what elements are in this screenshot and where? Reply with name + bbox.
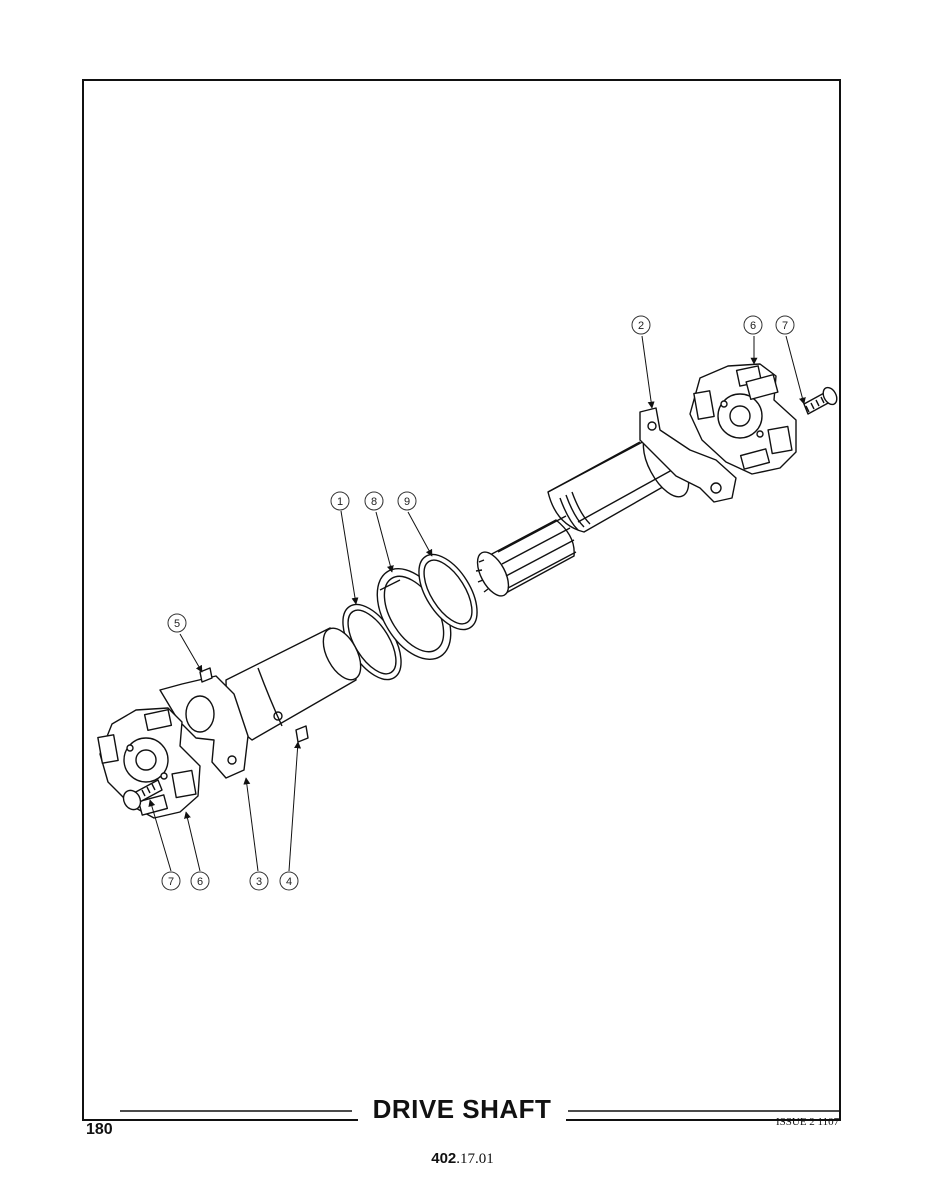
page-title: DRIVE SHAFT (358, 1094, 566, 1125)
callout-7-right: 7 (775, 315, 795, 335)
ring-9 (418, 553, 478, 631)
leader-8 (375, 511, 394, 573)
grease-fitting-5 (199, 667, 213, 683)
left-cross-bearing (97, 707, 201, 819)
left-bolt (122, 779, 163, 811)
callout-2: 2 (631, 315, 651, 335)
right-flange-yoke (639, 407, 737, 503)
callout-1: 1 (330, 491, 350, 511)
svg-text:5: 5 (174, 618, 180, 630)
document-number-bold: 402 (431, 1150, 457, 1167)
svg-text:1: 1 (337, 496, 343, 508)
callout-6-right: 6 (743, 315, 763, 335)
svg-text:6: 6 (750, 320, 756, 332)
leader-2 (641, 335, 655, 409)
right-bolt (803, 386, 838, 415)
leader-6-left (184, 811, 201, 872)
document-number: 402.17.01 (0, 1150, 925, 1168)
callout-7-left: 7 (161, 871, 181, 891)
leader-7-right (785, 335, 806, 405)
leader-1 (340, 510, 359, 605)
svg-text:3: 3 (256, 876, 262, 888)
leader-5 (179, 633, 203, 673)
page-number: 180 (86, 1121, 113, 1138)
svg-text:6: 6 (197, 876, 203, 888)
svg-text:7: 7 (168, 876, 174, 888)
callout-8: 8 (364, 491, 384, 511)
left-shaft-tube (225, 627, 362, 741)
document-number-rest: .17.01 (456, 1151, 494, 1167)
leader-9 (407, 511, 433, 557)
right-cross-bearing (689, 363, 797, 475)
callout-4: 4 (279, 871, 299, 891)
callout-3: 3 (249, 871, 269, 891)
svg-text:9: 9 (404, 496, 410, 508)
leader-4 (288, 741, 302, 872)
svg-text:8: 8 (371, 496, 377, 508)
svg-text:2: 2 (638, 320, 644, 332)
grease-fitting-4 (295, 725, 309, 743)
callout-5: 5 (167, 613, 187, 633)
leader-7-left (148, 799, 172, 872)
callout-9: 9 (397, 491, 417, 511)
leader-3 (243, 777, 259, 872)
svg-text:7: 7 (782, 320, 788, 332)
svg-text:4: 4 (286, 876, 292, 888)
splined-stub (475, 515, 577, 597)
callout-6-left: 6 (190, 871, 210, 891)
issue-label: ISSUE 2 1107 (776, 1116, 840, 1128)
